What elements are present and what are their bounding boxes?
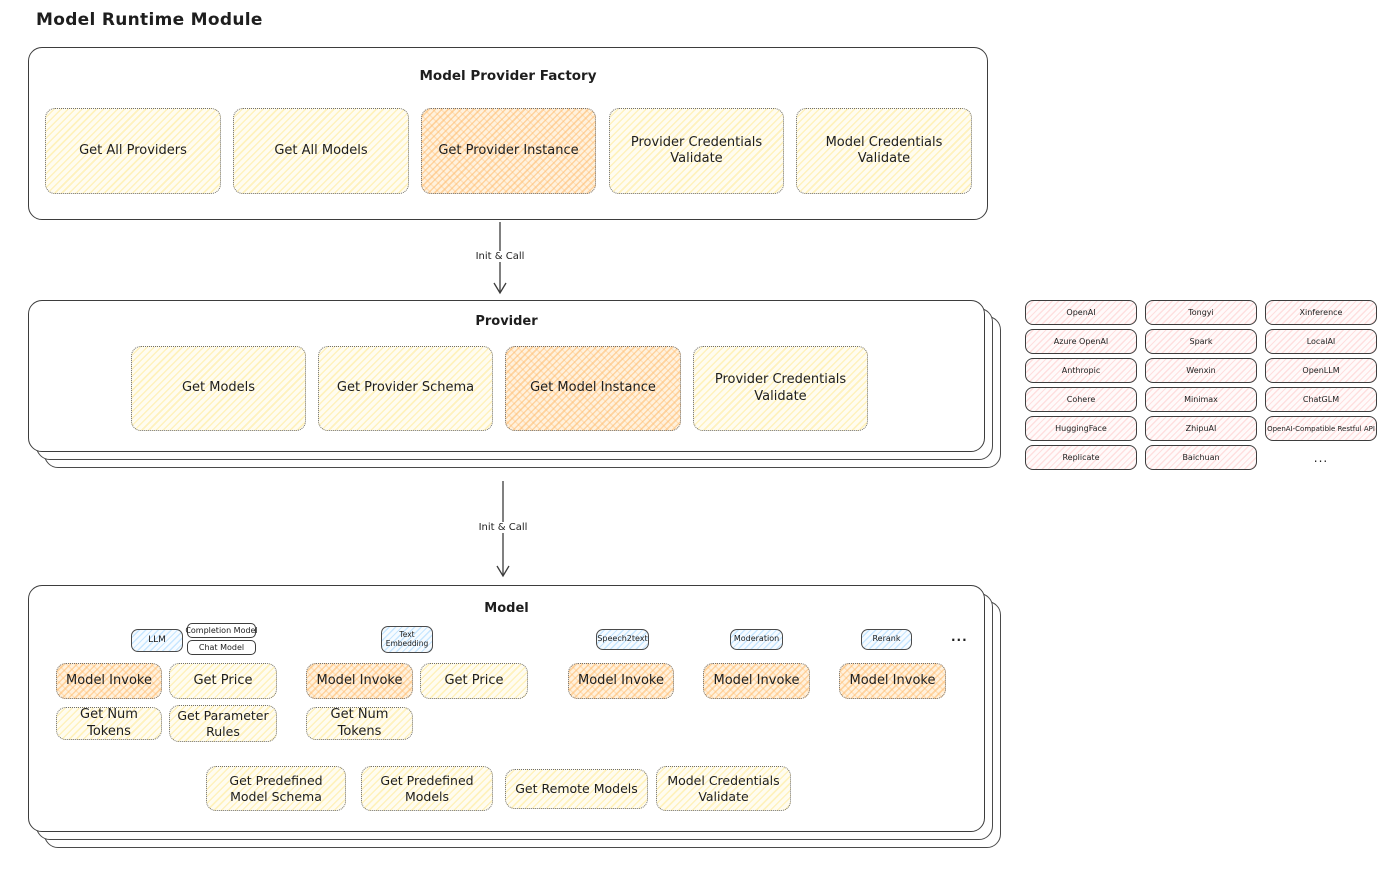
provider-box-provider-credentials-validate: Provider Credentials Validate bbox=[693, 346, 868, 431]
speech2text-model-invoke: Model Invoke bbox=[568, 663, 674, 699]
factory-box-get-all-providers: Get All Providers bbox=[45, 108, 221, 194]
badge-chat-model: Chat Model bbox=[187, 640, 256, 655]
provider-chip-openai: OpenAI bbox=[1025, 300, 1137, 325]
provider-chip-xinference: Xinference bbox=[1265, 300, 1377, 325]
badge-completion-model: Completion Model bbox=[185, 623, 258, 638]
provider-box-get-provider-schema: Get Provider Schema bbox=[318, 346, 493, 431]
provider-chip-chatglm: ChatGLM bbox=[1265, 387, 1377, 412]
arrow-label-init-call-1: Init & Call bbox=[472, 251, 528, 262]
model-get-remote-models: Get Remote Models bbox=[505, 769, 648, 809]
page-title: Model Runtime Module bbox=[36, 10, 263, 30]
embedding-model-invoke: Model Invoke bbox=[306, 663, 413, 699]
model-model-credentials-validate: Model Credentials Validate bbox=[656, 766, 791, 811]
badge-text-embedding: Text Embedding bbox=[381, 626, 433, 653]
embedding-get-num-tokens: Get Num Tokens bbox=[306, 707, 413, 740]
provider-chip-openai-compatible-restful-api: OpenAI-Compatible Restful API bbox=[1265, 416, 1377, 441]
llm-get-num-tokens: Get Num Tokens bbox=[56, 707, 162, 740]
badge-speech2text: Speech2text bbox=[596, 629, 649, 650]
factory-box-provider-credentials-validate: Provider Credentials Validate bbox=[609, 108, 784, 194]
providers-grid: OpenAI Tongyi Xinference Azure OpenAI Sp… bbox=[1025, 300, 1377, 470]
model-get-predefined-models: Get Predefined Models bbox=[361, 766, 493, 811]
moderation-model-invoke: Model Invoke bbox=[703, 663, 810, 699]
provider-box-get-models: Get Models bbox=[131, 346, 306, 431]
provider-chip-spark: Spark bbox=[1145, 329, 1257, 354]
factory-box-get-provider-instance: Get Provider Instance bbox=[421, 108, 596, 194]
embedding-get-price: Get Price bbox=[420, 663, 528, 699]
provider-chip-baichuan: Baichuan bbox=[1145, 445, 1257, 470]
provider-chip-minimax: Minimax bbox=[1145, 387, 1257, 412]
model-get-predefined-model-schema: Get Predefined Model Schema bbox=[206, 766, 346, 811]
badge-moderation: Moderation bbox=[730, 629, 783, 650]
provider-chip-replicate: Replicate bbox=[1025, 445, 1137, 470]
model-title: Model bbox=[484, 601, 529, 616]
provider-title: Provider bbox=[475, 314, 538, 329]
factory-title: Model Provider Factory bbox=[419, 68, 597, 84]
badge-rerank: Rerank bbox=[861, 629, 912, 650]
provider-chip-azure-openai: Azure OpenAI bbox=[1025, 329, 1137, 354]
provider-chip-huggingface: HuggingFace bbox=[1025, 416, 1137, 441]
arrow-label-init-call-2: Init & Call bbox=[475, 522, 531, 533]
provider-chip-openllm: OpenLLM bbox=[1265, 358, 1377, 383]
provider-chip-anthropic: Anthropic bbox=[1025, 358, 1137, 383]
rerank-model-invoke: Model Invoke bbox=[839, 663, 946, 699]
provider-chip-zhipuai: ZhipuAI bbox=[1145, 416, 1257, 441]
provider-chip-tongyi: Tongyi bbox=[1145, 300, 1257, 325]
factory-box-get-all-models: Get All Models bbox=[233, 108, 409, 194]
badge-more-ellipsis: ... bbox=[951, 630, 968, 644]
provider-chip-cohere: Cohere bbox=[1025, 387, 1137, 412]
llm-model-invoke: Model Invoke bbox=[56, 663, 162, 699]
provider-chip-wenxin: Wenxin bbox=[1145, 358, 1257, 383]
factory-container: Model Provider Factory Get All Providers… bbox=[28, 47, 988, 220]
factory-box-model-credentials-validate: Model Credentials Validate bbox=[796, 108, 972, 194]
provider-chip-localai: LocalAI bbox=[1265, 329, 1377, 354]
provider-chip-ellipsis: ... bbox=[1313, 450, 1329, 465]
badge-llm: LLM bbox=[131, 629, 183, 652]
llm-get-parameter-rules: Get Parameter Rules bbox=[169, 705, 277, 742]
llm-get-price: Get Price bbox=[169, 663, 277, 699]
model-container: Model LLM Completion Model Chat Model Te… bbox=[28, 585, 985, 832]
provider-container: Provider Get Models Get Provider Schema … bbox=[28, 300, 985, 452]
provider-box-get-model-instance: Get Model Instance bbox=[505, 346, 681, 431]
